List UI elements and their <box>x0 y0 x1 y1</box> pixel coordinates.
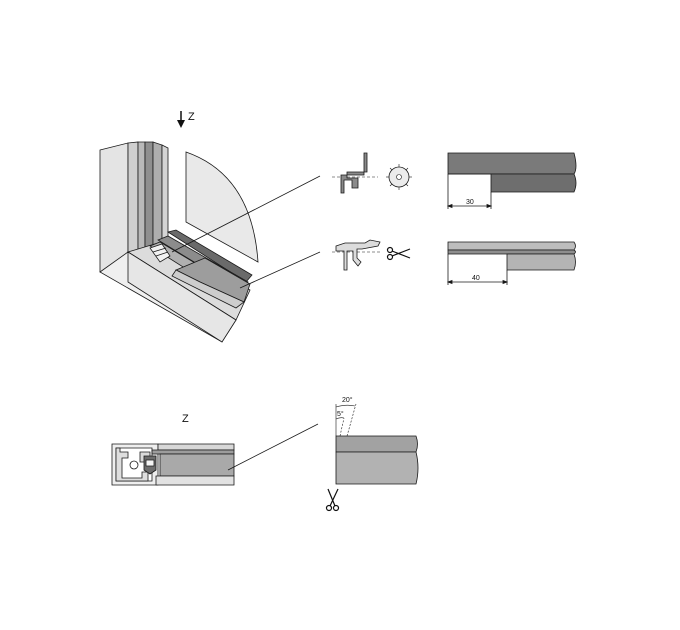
direction-label-z-bottom: Z <box>182 413 189 425</box>
cut-detail-upper <box>446 152 577 209</box>
circular-saw-icon <box>386 164 412 190</box>
frame-section-view <box>111 443 235 486</box>
dimension-label-30: 30 <box>466 199 474 206</box>
direction-label-z: Z <box>188 111 195 123</box>
angle-label-20: 20° <box>342 396 353 404</box>
leader-line-bottom <box>227 423 319 471</box>
frame-corner-view <box>99 141 259 343</box>
dimension-label-40: 40 <box>472 275 480 282</box>
profile-section-lower <box>332 239 381 271</box>
direction-indicator-top: Z <box>177 111 195 128</box>
scissors-icon-bottom <box>325 488 340 512</box>
angle-cut-detail <box>335 403 419 485</box>
profile-section-upper <box>332 152 378 194</box>
cut-detail-lower <box>446 241 576 285</box>
angle-label-5: 5° <box>337 410 344 418</box>
arrow-down-icon <box>177 111 185 128</box>
scissors-icon <box>386 246 411 261</box>
leader-lines-top <box>171 175 321 289</box>
